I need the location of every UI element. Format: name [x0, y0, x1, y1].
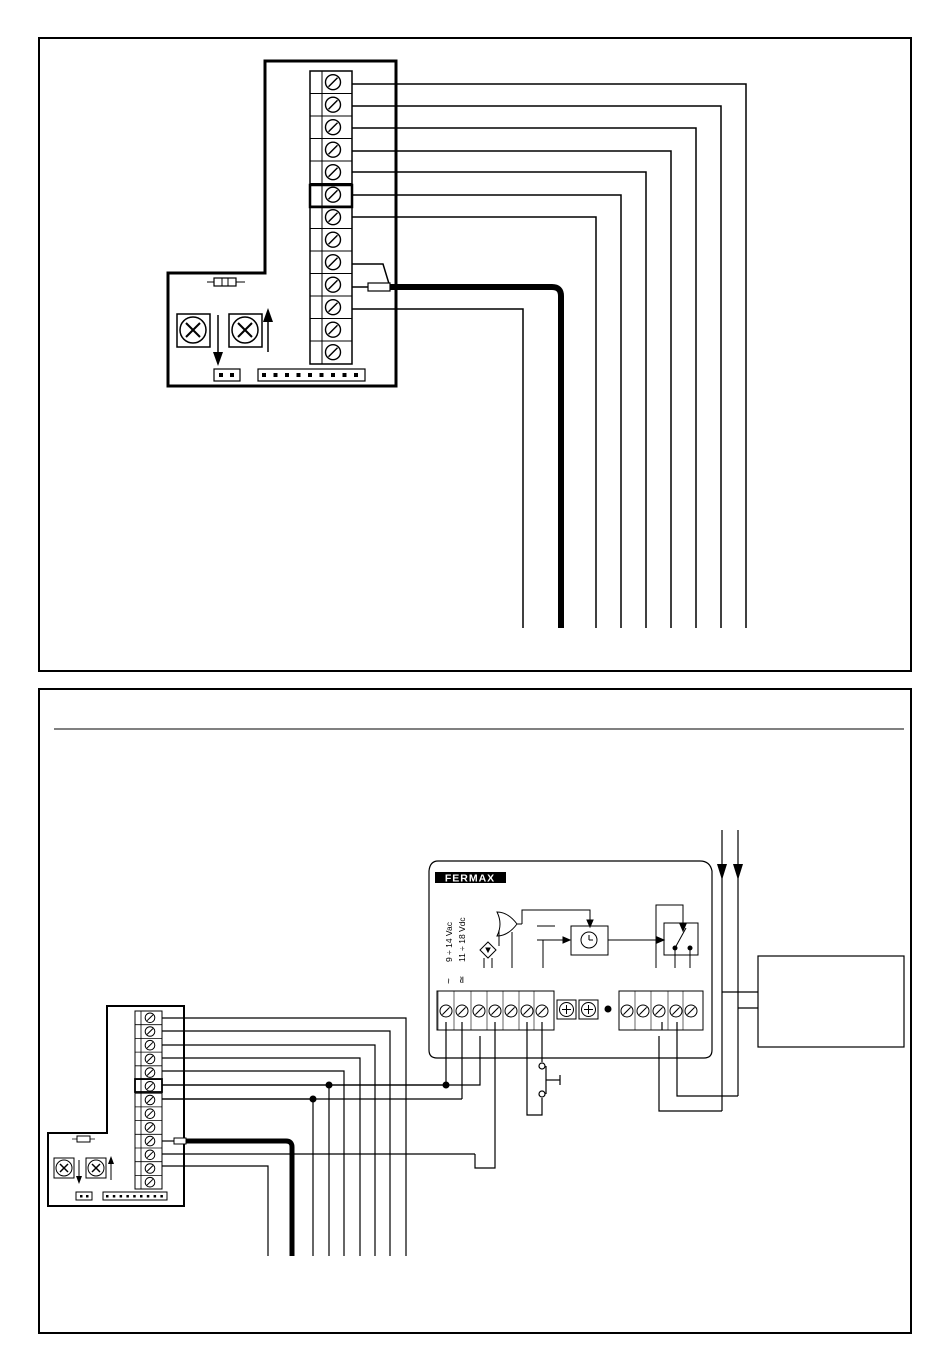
screw-terminal-icon	[685, 1005, 697, 1017]
screw-terminal-icon	[145, 1136, 155, 1146]
screw-terminal-icon	[326, 120, 341, 135]
diode-bridge-icon	[480, 942, 496, 968]
screw-terminal-icon	[326, 232, 341, 247]
screw-terminal-icon	[670, 1005, 682, 1017]
potentiometer-icon	[54, 1158, 74, 1178]
screw-terminal-icon	[326, 322, 341, 337]
potentiometer-icon	[579, 1000, 598, 1019]
wire-junction	[310, 1096, 317, 1103]
ac-voltage-label: 9 ÷ 14 Vac	[444, 921, 454, 962]
fuse-icon	[207, 278, 245, 286]
bottom-panel-frame	[39, 689, 911, 1333]
screw-terminal-icon	[326, 187, 341, 202]
screw-terminal-icon	[326, 75, 341, 90]
screw-terminal-icon	[145, 1040, 155, 1050]
wire-junction	[326, 1082, 333, 1089]
jumper-connector	[214, 369, 240, 381]
screw-terminal-icon	[145, 1054, 155, 1064]
bottom-screw-terminals	[135, 1011, 162, 1187]
screw-terminal-icon	[440, 1005, 452, 1017]
screw-terminal-icon	[326, 97, 341, 112]
screw-terminal-icon	[637, 1005, 649, 1017]
brand-label: FERMAX	[445, 873, 495, 885]
screw-terminal-icon	[326, 300, 341, 315]
fermax-device: FERMAX 9 ÷ 14 Vac 11 ÷ 18 Vdc ~ ≃	[429, 861, 712, 1058]
potentiometer-icon	[557, 1000, 576, 1019]
screw-terminal-icon	[145, 1095, 155, 1105]
bottom-terminal-module	[48, 1006, 184, 1206]
external-device-box	[758, 956, 904, 1047]
arrow-up-icon	[263, 308, 273, 352]
fuse-icon	[72, 1136, 95, 1142]
screw-terminal-icon	[145, 1177, 155, 1187]
screw-terminal-icon	[145, 1068, 155, 1078]
screw-terminal-icon	[456, 1005, 468, 1017]
top-screw-terminals	[310, 71, 352, 360]
screw-terminal-icon	[145, 1013, 155, 1023]
screw-terminal-icon	[326, 255, 341, 270]
wire-junction	[443, 1082, 450, 1089]
screw-terminal-icon	[473, 1005, 485, 1017]
screw-terminal-icon	[326, 277, 341, 292]
screw-terminal-icon	[653, 1005, 665, 1017]
potentiometer-icon	[229, 314, 262, 347]
screw-terminal-icon	[326, 142, 341, 157]
screw-terminal-icon	[145, 1123, 155, 1133]
bottom-wire-bundle	[162, 1018, 475, 1256]
top-terminal-module	[168, 61, 396, 386]
relay-contact-icon	[656, 905, 698, 968]
top-panel-frame	[39, 38, 911, 671]
screw-terminal-icon	[521, 1005, 533, 1017]
screw-terminal-icon	[145, 1109, 155, 1119]
dc-symbol: ≃	[457, 976, 468, 984]
screw-terminal-icon	[621, 1005, 633, 1017]
screw-terminal-icon	[145, 1027, 155, 1037]
arrow-down-icon	[76, 1160, 82, 1184]
top-wire-bundle	[352, 84, 746, 628]
screw-terminal-icon	[145, 1164, 155, 1174]
clock-timer-icon	[537, 926, 664, 968]
or-gate-icon	[497, 910, 593, 968]
potentiometer-icon	[86, 1158, 106, 1178]
screw-terminal-icon	[326, 165, 341, 180]
led-icon	[605, 1006, 612, 1013]
device-screw-terminals	[438, 991, 697, 1030]
screw-terminal-icon	[505, 1005, 517, 1017]
arrow-up-icon	[108, 1156, 114, 1180]
screw-terminal-icon	[489, 1005, 501, 1017]
screw-terminal-icon	[326, 345, 341, 360]
dc-voltage-label: 11 ÷ 18 Vdc	[457, 917, 467, 962]
screw-terminal-icon	[145, 1150, 155, 1160]
potentiometer-icon	[177, 314, 210, 347]
screw-terminal-icon	[145, 1082, 155, 1092]
screw-terminal-icon	[326, 210, 341, 225]
arrow-down-icon	[213, 315, 223, 366]
push-button-icon	[539, 1063, 560, 1097]
screw-terminal-icon	[536, 1005, 548, 1017]
ac-symbol: ~	[444, 978, 455, 984]
